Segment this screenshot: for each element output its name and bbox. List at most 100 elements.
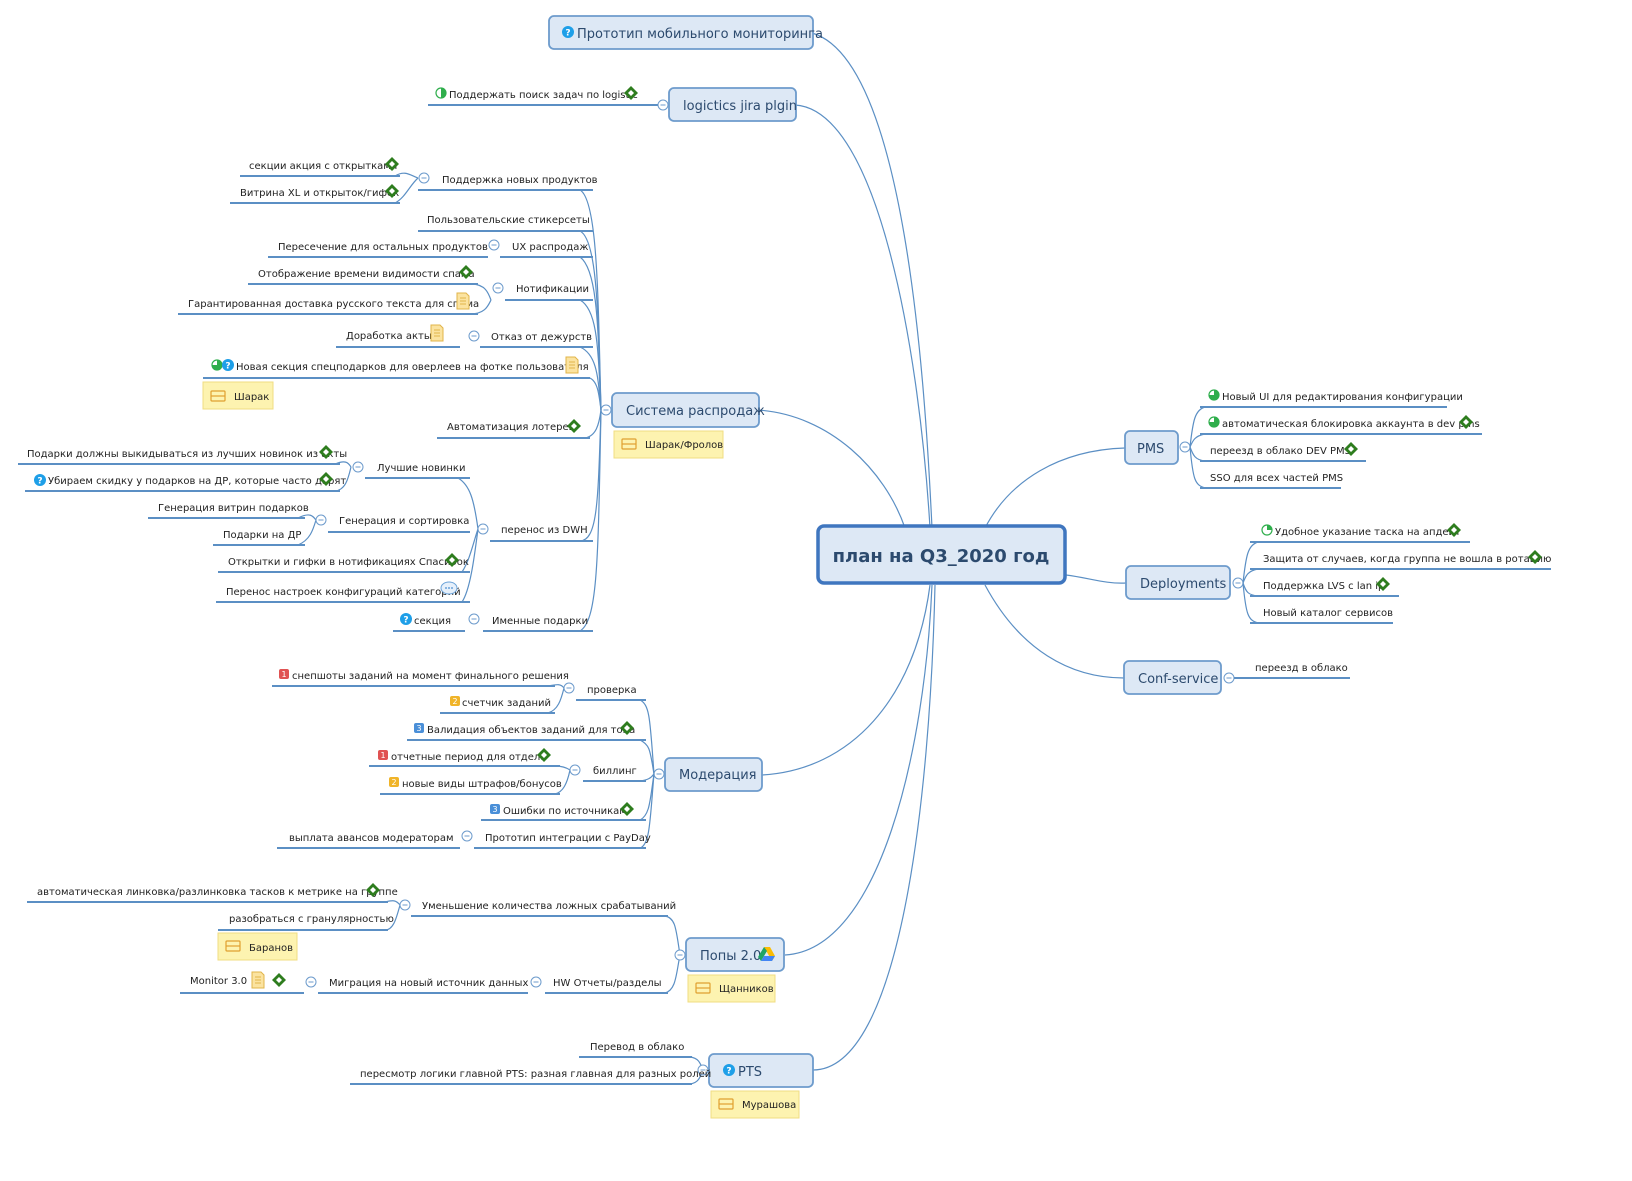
topic-deploy[interactable]: Deployments	[1125, 565, 1231, 600]
topic-pts[interactable]: PTS	[708, 1053, 814, 1088]
svg-text:Уменьшение количества ложных с: Уменьшение количества ложных срабатывани…	[422, 901, 676, 912]
document-icon	[456, 292, 470, 310]
collapse-icon[interactable]	[653, 768, 665, 780]
main-branch-lines	[757, 32, 1127, 1071]
svg-text:отчетные период для отдела: отчетные период для отдела	[391, 752, 546, 763]
svg-text:1: 1	[380, 751, 385, 760]
deploy-connectors	[1242, 541, 1259, 624]
svg-text:выплата авансов модераторам: выплата авансов модераторам	[289, 833, 454, 844]
svg-text:Отказ от дежурств: Отказ от дежурств	[491, 332, 592, 343]
svg-text:2: 2	[391, 778, 396, 787]
collapse-icon[interactable]	[674, 949, 686, 961]
root-title: план на Q3_2020 год	[833, 546, 1050, 567]
topic-proto[interactable]: Прототип мобильного мониторинга	[548, 15, 823, 50]
collapse-icon[interactable]	[1232, 577, 1244, 589]
svg-text:Щанников: Щанников	[719, 984, 774, 995]
svg-text:переезд в облако DEV PMS: переезд в облако DEV PMS	[1210, 446, 1351, 457]
svg-text:Подарки на ДР: Подарки на ДР	[223, 530, 301, 541]
svg-text:1: 1	[281, 670, 286, 679]
svg-text:биллинг: биллинг	[593, 766, 637, 777]
topic-conf-label: Conf-service	[1138, 672, 1218, 687]
svg-text:переезд в облако: переезд в облако	[1255, 663, 1348, 674]
svg-text:Открытки и гифки в нотификация: Открытки и гифки в нотификациях Спасибок	[228, 557, 469, 568]
topic-proto-label: Прототип мобильного мониторинга	[577, 27, 823, 42]
svg-text:Новый каталог сервисов: Новый каталог сервисов	[1263, 608, 1393, 619]
svg-text:Мурашова: Мурашова	[742, 1100, 796, 1111]
svg-text:перенос из DWH: перенос из DWH	[501, 525, 588, 536]
svg-text:Защита от случаев, когда групп: Защита от случаев, когда группа не вошла…	[1263, 554, 1551, 565]
svg-text:счетчик заданий: счетчик заданий	[462, 698, 551, 709]
svg-text:Доработка акты: Доработка акты	[346, 331, 432, 342]
note-sales: Шарак/Фролов	[613, 430, 724, 459]
topic-pms[interactable]: PMS	[1124, 430, 1179, 465]
topic-pms-label: PMS	[1137, 442, 1164, 457]
svg-text:Перевод в облако: Перевод в облако	[590, 1042, 684, 1053]
collapse-icon[interactable]	[600, 404, 612, 416]
svg-text:разобраться с гранулярностью: разобраться с гранулярностью	[229, 914, 394, 925]
svg-text:секция: секция	[414, 616, 451, 627]
svg-text:Удобное указание таска на апде: Удобное указание таска на апдейт	[1275, 527, 1461, 538]
note-popy: Щанников	[687, 974, 776, 1003]
svg-text:автоматическая блокировка акка: автоматическая блокировка аккаунта в dev…	[1222, 419, 1480, 430]
topic-popy-label: Попы 2.0	[700, 949, 761, 964]
svg-text:Ошибки по источникам: Ошибки по источникам	[503, 806, 627, 817]
svg-text:Шарак/Фролов: Шарак/Фролов	[645, 440, 723, 451]
svg-text:Monitor 3.0: Monitor 3.0	[190, 976, 247, 987]
svg-text:Убираем скидку у подарков на Д: Убираем скидку у подарков на ДР, которые…	[48, 476, 346, 487]
jira-sub: Поддержать поиск задач по logistic	[428, 86, 658, 106]
svg-text:Генерация витрин подарков: Генерация витрин подарков	[158, 503, 309, 514]
svg-text:Поддержка LVS с lan ip: Поддержка LVS с lan ip	[1263, 581, 1384, 592]
comment-icon	[440, 581, 458, 595]
svg-text:Гарантированная доставка русск: Гарантированная доставка русского текста…	[188, 299, 479, 310]
collapse-icon[interactable]	[657, 99, 669, 111]
svg-text:HW Отчеты/разделы: HW Отчеты/разделы	[553, 978, 662, 989]
svg-text:Шарак: Шарак	[234, 392, 269, 403]
svg-text:пересмотр логики главной PTS:: пересмотр логики главной PTS: разная гла…	[360, 1069, 711, 1080]
svg-text:Поддержать поиск задач по logi: Поддержать поиск задач по logistic	[449, 90, 638, 101]
svg-text:Баранов: Баранов	[249, 943, 293, 954]
root-topic[interactable]: план на Q3_2020 год	[816, 524, 1067, 585]
topic-pts-label: PTS	[738, 1065, 762, 1080]
svg-text:Миграция на новый источник дан: Миграция на новый источник данных	[329, 978, 528, 989]
popy-items: Уменьшение количества ложных срабатывани…	[27, 883, 676, 994]
topic-jira[interactable]: logictics jira plgin	[668, 87, 797, 122]
svg-text:автоматическая линковка/разлин: автоматическая линковка/разлинковка таск…	[37, 887, 398, 898]
pts-items: Перевод в облако пересмотр логики главно…	[350, 1042, 711, 1085]
collapse-icon[interactable]	[1223, 672, 1235, 684]
deploy-items: Удобное указание таска на апдейт Защита …	[1250, 523, 1551, 624]
svg-text:Подарки должны выкидываться из: Подарки должны выкидываться из лучших но…	[27, 449, 347, 460]
note-pts: Мурашова	[710, 1090, 800, 1119]
topic-conf[interactable]: Conf-service	[1123, 660, 1222, 695]
topic-sales-label: Система распродаж	[626, 404, 765, 419]
sales-connectors	[297, 172, 602, 632]
svg-text:Именные подарки: Именные подарки	[492, 616, 588, 627]
svg-text:3: 3	[416, 724, 421, 733]
topic-jira-label: logictics jira plgin	[683, 99, 797, 114]
collapse-icon[interactable]	[1179, 441, 1191, 453]
svg-text:Перенос настроек конфигураций: Перенос настроек конфигураций категорий	[226, 587, 461, 598]
conf-items: переезд в облако	[1234, 663, 1350, 679]
svg-text:Прототип интеграции с PayDay: Прототип интеграции с PayDay	[485, 833, 651, 844]
svg-text:секции акция с открытками: секции акция с открытками	[249, 161, 397, 172]
svg-text:Новая секция спецподарков для: Новая секция спецподарков для оверлеев н…	[236, 362, 589, 373]
svg-text:SSO для всех частей PMS: SSO для всех частей PMS	[1210, 473, 1343, 484]
svg-text:новые виды штрафов/бонусов: новые виды штрафов/бонусов	[402, 779, 562, 790]
svg-text:Пересечение для остальных прод: Пересечение для остальных продуктов	[278, 242, 488, 253]
svg-text:Лучшие новинки: Лучшие новинки	[377, 463, 465, 474]
topic-mod[interactable]: Модерация	[664, 757, 763, 792]
svg-text:3: 3	[492, 805, 497, 814]
svg-text:UX распродаж: UX распродаж	[512, 242, 588, 253]
topic-popy[interactable]: Попы 2.0	[685, 937, 785, 972]
topic-mod-label: Модерация	[679, 768, 757, 783]
svg-text:Валидация объектов заданий для: Валидация объектов заданий для топа	[427, 725, 635, 736]
svg-text:Автоматизация лотереи: Автоматизация лотереи	[447, 422, 575, 433]
svg-text:Пользовательские стикерсеты: Пользовательские стикерсеты	[427, 215, 590, 226]
svg-text:Генерация и сортировка: Генерация и сортировка	[339, 516, 469, 527]
svg-text:проверка: проверка	[587, 685, 637, 696]
pms-connectors	[1189, 406, 1206, 489]
svg-text:снепшоты заданий на момент фин: снепшоты заданий на момент финального ре…	[292, 671, 569, 682]
svg-text:Новый UI для редактирования ко: Новый UI для редактирования конфигурации	[1222, 392, 1463, 403]
topic-sales[interactable]: Система распродаж	[611, 392, 765, 428]
topic-deploy-label: Deployments	[1140, 577, 1227, 592]
